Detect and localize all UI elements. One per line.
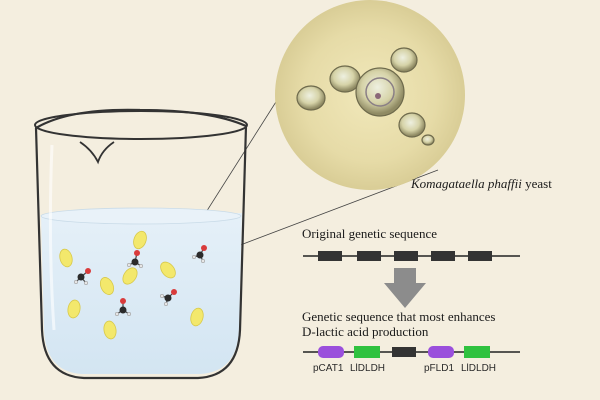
micro-cell <box>398 112 426 138</box>
gene-block <box>431 251 455 261</box>
gene-block <box>392 347 416 357</box>
down-arrow <box>384 268 426 308</box>
yeast-cell-highlighted <box>160 261 176 279</box>
beaker-rim <box>34 110 248 140</box>
yeast-caption: Komagataella phaffii yeast <box>411 176 552 192</box>
yeast-cell <box>103 320 117 340</box>
yeast-cell <box>67 299 81 319</box>
gene-block <box>468 251 492 261</box>
molecule <box>159 289 177 307</box>
gene-block <box>357 251 381 261</box>
micro-cell-nucleus <box>375 93 381 99</box>
microscope-view <box>275 0 465 190</box>
yeast-cell <box>122 267 138 285</box>
gene-label-lldldh-2: LlDLDH <box>461 363 497 374</box>
yeast-cell <box>59 248 73 268</box>
micro-cell-main <box>355 67 405 117</box>
original-sequence-label: Original genetic sequence <box>302 226 437 241</box>
modified-sequence-label-line2: D-lactic acid production <box>302 324 429 339</box>
beaker-spout <box>79 141 115 165</box>
promoter-pfld1 <box>428 346 454 358</box>
molecule <box>73 268 91 286</box>
species-name: Komagataella phaffii <box>411 176 522 191</box>
micro-cell <box>390 47 418 73</box>
modified-sequence-label: Genetic sequence that most enhances D-la… <box>302 309 495 339</box>
beaker <box>34 108 248 380</box>
micro-bud <box>421 134 435 146</box>
original-sequence-track <box>303 251 520 261</box>
gene-label-pcat1: pCAT1 <box>313 363 344 374</box>
molecule <box>126 250 144 269</box>
gene-lldldh-1 <box>354 346 380 358</box>
molecule <box>191 245 207 264</box>
glass-highlight <box>48 144 56 331</box>
micro-cell-vacuole <box>365 77 395 107</box>
promoter-pcat1 <box>318 346 344 358</box>
gene-block <box>318 251 342 261</box>
yeast-cell <box>133 230 147 250</box>
micro-cell <box>329 65 361 93</box>
micro-cell <box>296 85 326 111</box>
modified-sequence-label-line1: Genetic sequence that most enhances <box>302 309 496 324</box>
modified-sequence-track <box>303 346 520 358</box>
gene-lldldh-2 <box>464 346 490 358</box>
yeast-cell <box>190 307 204 327</box>
gene-label-lldldh-1: LlDLDH <box>350 363 386 374</box>
species-suffix: yeast <box>521 176 552 191</box>
yeast-cells <box>59 230 204 340</box>
molecule <box>114 298 132 317</box>
yeast-cell <box>99 277 115 295</box>
water-surface <box>40 207 242 225</box>
gene-label-pfld1: pFLD1 <box>424 363 455 374</box>
yeast-cluster <box>296 47 435 146</box>
gene-block <box>394 251 418 261</box>
water <box>41 213 242 374</box>
molecules <box>73 245 207 317</box>
